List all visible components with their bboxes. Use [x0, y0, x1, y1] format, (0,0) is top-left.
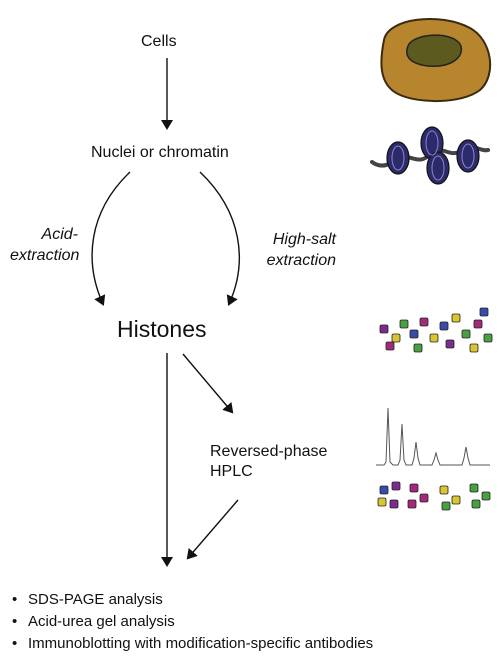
histone-cube: [479, 307, 489, 317]
salt-label-line1: High-salt: [272, 231, 336, 248]
acid-label-line1: Acid-: [41, 226, 78, 243]
histone-cube: [391, 481, 401, 491]
analysis-item: •SDS-PAGE analysis: [12, 591, 163, 608]
arrow-hplc-to-analysis: [186, 499, 239, 560]
histone-cube: [419, 493, 429, 503]
histone-cube: [385, 341, 395, 351]
cell-illustration: [380, 17, 492, 102]
histone-cube: [377, 497, 387, 507]
node-cells: Cells: [141, 33, 177, 50]
histone-cube: [441, 501, 451, 511]
edge-label-high-salt-extraction: High-salt extraction: [252, 229, 336, 271]
bullet-icon: •: [12, 591, 18, 608]
histone-cube: [413, 343, 423, 353]
histone-cube: [429, 333, 439, 343]
histone-cube: [439, 485, 449, 495]
bullet-icon: •: [12, 635, 18, 652]
chromatin-illustration: [370, 126, 490, 185]
separated-histone-groups: [377, 481, 491, 511]
node-histones: Histones: [117, 316, 207, 342]
histone-cube: [399, 319, 409, 329]
histone-cube: [483, 333, 493, 343]
histone-cube: [439, 321, 449, 331]
hplc-label-line1: Reversed-phase: [210, 443, 328, 460]
arrow-high-salt-extraction: [199, 171, 240, 306]
histone-cube: [445, 339, 455, 349]
histone-cube: [461, 329, 471, 339]
arrow-histones-to-hplc: [182, 353, 234, 414]
hplc-label-line2: HPLC: [210, 463, 253, 480]
histone-cube: [481, 491, 491, 501]
analysis-item: •Acid-urea gel analysis: [12, 613, 175, 630]
histone-cube: [469, 483, 479, 493]
analysis-item: •Immunoblotting with modification-specif…: [12, 635, 374, 652]
histone-cube: [451, 313, 461, 323]
histone-cube: [379, 324, 389, 334]
histone-cube: [391, 333, 401, 343]
bullet-icon: •: [12, 613, 18, 630]
node-nuclei-or-chromatin: Nuclei or chromatin: [91, 144, 229, 161]
node-reversed-phase-hplc: Reversed-phase HPLC: [210, 442, 327, 482]
histone-cube: [471, 499, 481, 509]
histone-cube: [409, 483, 419, 493]
edge-label-acid-extraction: Acid- extraction: [10, 224, 80, 266]
histone-cube: [469, 343, 479, 353]
histone-cube: [419, 317, 429, 327]
histone-cube: [407, 499, 417, 509]
histone-cube: [409, 329, 419, 339]
hplc-chromatogram: [376, 407, 490, 466]
analysis-methods-list: •SDS-PAGE analysis •Acid-urea gel analys…: [12, 590, 373, 656]
histone-cube: [379, 485, 389, 495]
histone-cube: [451, 495, 461, 505]
salt-label-line2: extraction: [266, 252, 336, 269]
histone-cube: [473, 319, 483, 329]
histone-cube: [389, 499, 399, 509]
histone-proteins-illustration: [379, 307, 493, 353]
acid-label-line2: extraction: [10, 247, 80, 264]
arrow-acid-extraction: [91, 171, 131, 306]
